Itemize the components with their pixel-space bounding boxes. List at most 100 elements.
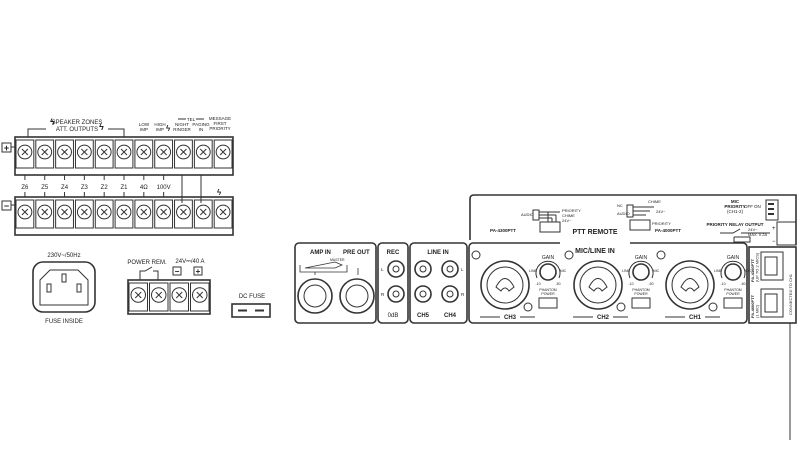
terminal-label: Z6	[21, 185, 29, 191]
speaker-terminal-minus[interactable]	[213, 199, 233, 229]
xlr-combo-jack[interactable]	[665, 260, 715, 310]
message-first-priority-label: MESSAGE	[209, 116, 231, 121]
1-label: POWER	[726, 292, 740, 296]
speaker-terminal-plus[interactable]	[94, 139, 114, 169]
0-label: PHANTOM	[539, 288, 557, 292]
rec-r-rca[interactable]	[387, 285, 405, 303]
line-label: LINE	[622, 269, 630, 273]
message-label-3: PRIORITY	[209, 126, 230, 131]
phantom-power-switch[interactable]	[723, 297, 743, 309]
amp-in-jack[interactable]	[297, 278, 333, 314]
speaker-terminal-plus[interactable]	[134, 139, 154, 169]
screw-icon	[156, 204, 172, 220]
night-ringer-label-2: RINGER	[173, 127, 191, 132]
mic-priority-label-2: PRIORITY	[724, 204, 745, 209]
speaker-terminal-minus[interactable]	[55, 199, 74, 229]
on-label: ON	[754, 204, 761, 209]
speaker-terminal-minus[interactable]	[74, 199, 94, 229]
xlr-combo-jack[interactable]	[573, 260, 623, 310]
rj45-port-bottom[interactable]	[760, 288, 784, 318]
speaker-terminal-plus[interactable]	[114, 139, 134, 169]
power-terminal[interactable]	[128, 282, 148, 312]
phantom-power-switch[interactable]	[538, 297, 558, 309]
line-in-section: LINE IN L R CH5 CH4	[409, 242, 468, 324]
gain-knob[interactable]	[632, 263, 650, 281]
speaker-terminal-plus[interactable]	[74, 139, 94, 169]
ptt-remote-section: AUDIO PRIORITY CHIME 24V~ PA-4300PTT PTT…	[490, 199, 797, 246]
power-terminal[interactable]	[169, 282, 189, 312]
speaker-terminal-minus[interactable]	[134, 199, 154, 229]
ch5-r-rca[interactable]	[414, 285, 432, 303]
lightning-icon: ϟ	[166, 124, 171, 133]
rj-top-label: PA-4300PTT	[750, 258, 755, 282]
pre-out-jack[interactable]	[339, 278, 375, 314]
speaker-terminal-minus[interactable]	[154, 199, 174, 229]
speaker-terminal-plus[interactable]	[154, 139, 174, 169]
screw-icon	[215, 204, 231, 220]
speaker-terminal-plus[interactable]	[174, 139, 193, 169]
gain_min-label: -10	[535, 282, 540, 286]
dc-fuse-label: DC FUSE	[239, 294, 265, 300]
ptt-rj45-section: PA-4300PTT (UP TO 2 MICS) PA-4000PTT (1 …	[748, 246, 797, 324]
tel-label: TEL	[187, 117, 196, 122]
att-outputs-label: ATT. OUTPUTS	[56, 127, 98, 133]
priority-relay-output-label: PRIORITY RELAY OUTPUT	[707, 222, 764, 227]
line-in-label: LINE IN	[427, 250, 448, 256]
speaker-terminal-plus[interactable]	[193, 139, 213, 169]
dc-power-terminal: POWER REM. 24V⎓/40 A − +	[127, 259, 211, 315]
rec-l-label: L	[381, 267, 384, 272]
speaker-terminal-minus[interactable]	[114, 199, 134, 229]
rec-l-rca[interactable]	[387, 260, 405, 278]
rj-bottom-label: PA-4000PTT	[750, 294, 755, 318]
power-terminal[interactable]	[149, 282, 169, 312]
dc-rating-label: 24V⎓/40 A	[175, 259, 204, 265]
speaker-terminal-strip-plus	[14, 136, 234, 176]
relay-output-terminal[interactable]	[776, 221, 797, 246]
mic-priority-label: MIC	[731, 199, 740, 204]
high-imp-label: HIGH	[154, 122, 165, 127]
screw-icon	[136, 144, 152, 160]
1-label: POWER	[634, 292, 648, 296]
low-imp-label: LOW	[139, 122, 150, 127]
xlr-combo-jack[interactable]	[480, 260, 530, 310]
power-terminal[interactable]	[190, 282, 210, 312]
speaker-terminal-plus[interactable]	[35, 139, 55, 169]
mic-priority-dip-switch[interactable]	[765, 199, 779, 221]
ch4-l-rca[interactable]	[441, 260, 459, 278]
speaker-zones-label: SPEAKER ZONES	[52, 120, 103, 126]
screw-icon	[195, 204, 211, 220]
screw-icon	[471, 250, 481, 260]
gain-knob[interactable]	[724, 263, 742, 281]
priority-label: PRIORITY	[562, 208, 581, 213]
speaker-terminal-minus[interactable]	[174, 199, 193, 229]
speaker-terminal-minus[interactable]	[193, 199, 213, 229]
speaker-terminal-minus[interactable]	[35, 199, 55, 229]
priority-label-2: PRIORITY	[652, 221, 671, 226]
mic-priority-label-3: (CH1-2)	[727, 209, 744, 214]
connected-to-label: CONNECTED TO CH1	[788, 273, 793, 315]
speaker-terminal-plus[interactable]	[15, 139, 35, 169]
speaker-terminal-plus[interactable]	[213, 139, 233, 169]
terminal-label: 100V	[157, 185, 171, 191]
minus-icon: −	[4, 201, 9, 211]
phantom-power-switch[interactable]	[631, 297, 651, 309]
ch4-r-rca[interactable]	[441, 285, 459, 303]
bridge-lines	[181, 175, 202, 203]
fuse-inside-label: FUSE INSIDE	[45, 319, 83, 325]
screw-icon	[136, 204, 152, 220]
ch5-label: CH5	[417, 313, 430, 319]
speaker-terminal-minus[interactable]	[15, 199, 35, 229]
relay-minus: −	[772, 239, 776, 245]
screw-icon	[17, 144, 33, 160]
rj45-port-top[interactable]	[760, 251, 784, 281]
gain-knob[interactable]	[539, 263, 557, 281]
relay-rating-label: 24V~	[748, 227, 758, 232]
speaker-terminal-plus[interactable]	[55, 139, 74, 169]
speaker-terminal-minus[interactable]	[94, 199, 114, 229]
paging-in-label-2: IN	[199, 127, 204, 132]
ptt-remote-frame	[469, 194, 797, 245]
screw-icon	[76, 204, 92, 220]
screw-icon	[656, 250, 666, 260]
ch5-l-rca[interactable]	[414, 260, 432, 278]
